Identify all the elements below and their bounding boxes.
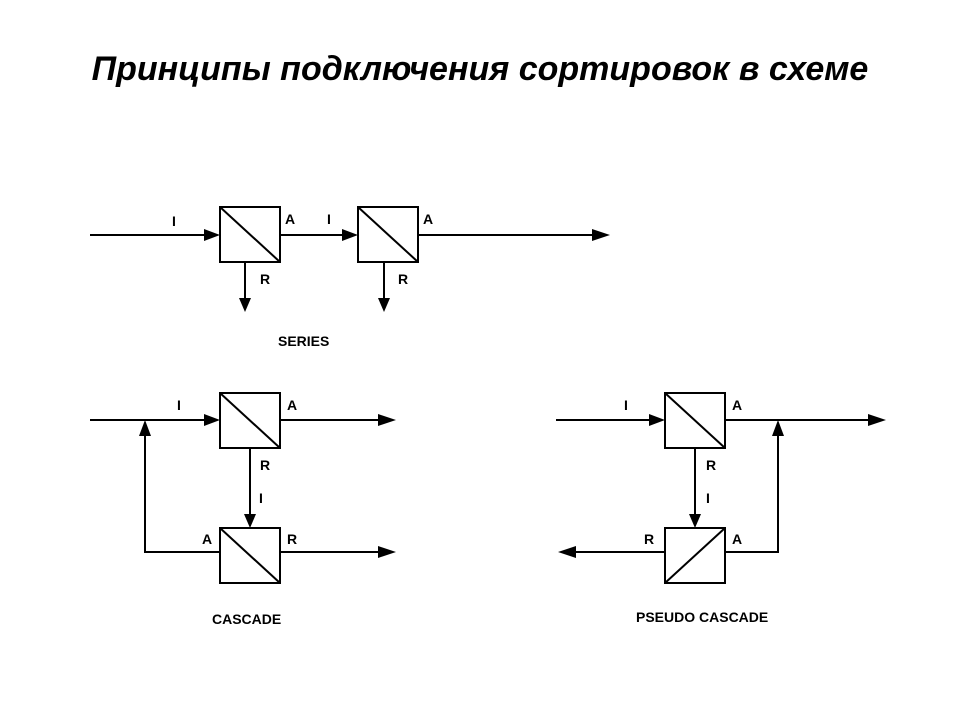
series-caption: SERIES (278, 333, 329, 349)
series-input-arrowhead (204, 229, 220, 241)
series-label-accept-1: A (285, 211, 295, 227)
cascade-label-reject-1: R (260, 457, 270, 473)
series-label-accept-2: A (423, 211, 433, 227)
cascade-label-accept-2: A (202, 531, 212, 547)
cascade-diagram: I A R I A R CASCADE (90, 392, 396, 627)
pseudo-label-accept-2: A (732, 531, 742, 547)
cascade-reject-output-arrowhead (378, 546, 396, 558)
cascade-reject-arrowhead (244, 514, 256, 528)
pseudo-input-arrowhead (649, 414, 665, 426)
series-label-reject-1: R (260, 271, 270, 287)
pseudo-label-reject-1: R (706, 457, 716, 473)
cascade-output-arrowhead (378, 414, 396, 426)
pseudo-output-arrowhead (868, 414, 886, 426)
cascade-label-input-1: I (177, 397, 181, 413)
pseudo-label-reject-2: R (644, 531, 654, 547)
cascade-label-input-2: I (259, 490, 263, 506)
series-label-input-2: I (327, 211, 331, 227)
cascade-recycle-arrowhead (139, 420, 151, 436)
pseudo-label-accept-1: A (732, 397, 742, 413)
cascade-input-arrowhead (204, 414, 220, 426)
pseudo-sorter-secondary-screen (664, 527, 726, 584)
series-reject-arrowhead-1 (239, 298, 251, 312)
series-link-arrowhead (342, 229, 358, 241)
series-label-input-1: I (172, 213, 176, 229)
series-diagram: I A R I A R SERIES (90, 206, 610, 349)
pseudo-label-input-1: I (624, 397, 628, 413)
cascade-sorter-primary-screen (219, 392, 281, 449)
pseudo-merge-arrowhead (772, 420, 784, 436)
cascade-label-accept-1: A (287, 397, 297, 413)
pseudo-cascade-diagram: I A R I R A PSEUDO CASCADE (556, 392, 886, 625)
cascade-caption: CASCADE (212, 611, 281, 627)
pseudo-reject-arrowhead (689, 514, 701, 528)
pseudo-reject-output-arrowhead (558, 546, 576, 558)
cascade-label-reject-2: R (287, 531, 297, 547)
pseudo-sorter-primary-screen (664, 392, 726, 449)
series-reject-arrowhead-2 (378, 298, 390, 312)
slide-title: Принципы подключения сортировок в схеме (91, 50, 869, 88)
pseudo-merge-line (725, 432, 779, 553)
pseudo-label-input-2: I (706, 490, 710, 506)
series-output-arrowhead (592, 229, 610, 241)
pseudo-cascade-caption: PSEUDO CASCADE (636, 609, 768, 625)
series-sorter-2-screen (357, 206, 419, 263)
cascade-recycle-line (144, 432, 220, 553)
series-label-reject-2: R (398, 271, 408, 287)
cascade-sorter-secondary-screen (219, 527, 281, 584)
series-sorter-1-screen (219, 206, 281, 263)
